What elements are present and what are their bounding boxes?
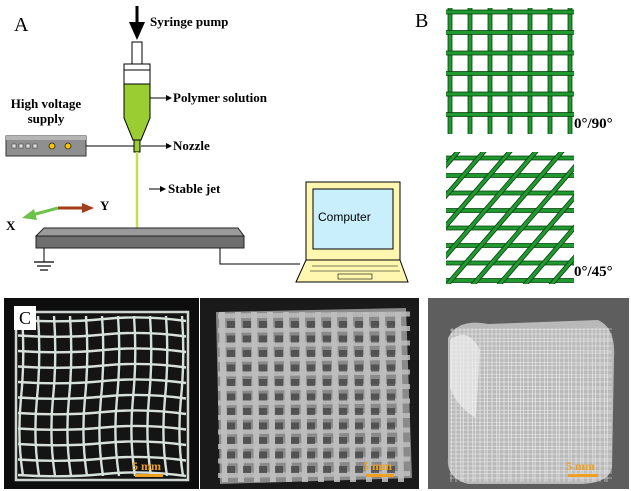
- collector-plate: [34, 227, 245, 249]
- label-high-voltage-line1: High voltage: [10, 96, 82, 111]
- photo-scaffold-1: C 5 mm: [4, 298, 199, 489]
- label-nozzle: Nozzle: [173, 138, 210, 153]
- computer-icon: [295, 181, 409, 283]
- label-high-voltage: High voltage supply: [4, 96, 88, 126]
- high-voltage-supply: [5, 135, 87, 157]
- photo-scaffold-2: 5 mm: [200, 298, 419, 489]
- syringe-plunger: [123, 41, 151, 71]
- electrospinning-schematic: [5, 6, 574, 284]
- axis-arrows: [22, 203, 94, 220]
- label-high-voltage-line2: supply: [27, 111, 65, 126]
- scale-bar-2: [366, 474, 394, 477]
- label-polymer-solution: Polymer solution: [173, 90, 268, 105]
- scale-label-2: 5 mm: [363, 459, 392, 473]
- panel-label-c: C: [14, 306, 36, 330]
- label-syringe-pump: Syringe pump: [150, 14, 229, 29]
- panel-label-b: B: [415, 10, 429, 32]
- scale-label-3: 5 mm: [566, 459, 595, 473]
- scale-bar-1: [135, 474, 163, 477]
- syringe-barrel: [123, 69, 151, 153]
- label-grid-90: 0°/90°: [574, 116, 613, 132]
- label-computer: Computer: [318, 210, 371, 224]
- label-stable-jet: Stable jet: [168, 181, 221, 196]
- pump-arrow: [129, 6, 145, 40]
- panel-label-a: A: [14, 14, 29, 36]
- label-axis-x: X: [6, 218, 16, 233]
- label-grid-45: 0°/45°: [574, 264, 613, 280]
- scale-bar-3: [568, 474, 598, 477]
- label-axis-y: Y: [100, 198, 110, 213]
- photo-scaffold-3: 5 mm: [428, 298, 629, 489]
- scale-label-1: 5 mm: [132, 459, 161, 473]
- pattern-0-45: [446, 152, 574, 284]
- pattern-0-90: [446, 8, 574, 134]
- ground-symbol: [34, 248, 54, 271]
